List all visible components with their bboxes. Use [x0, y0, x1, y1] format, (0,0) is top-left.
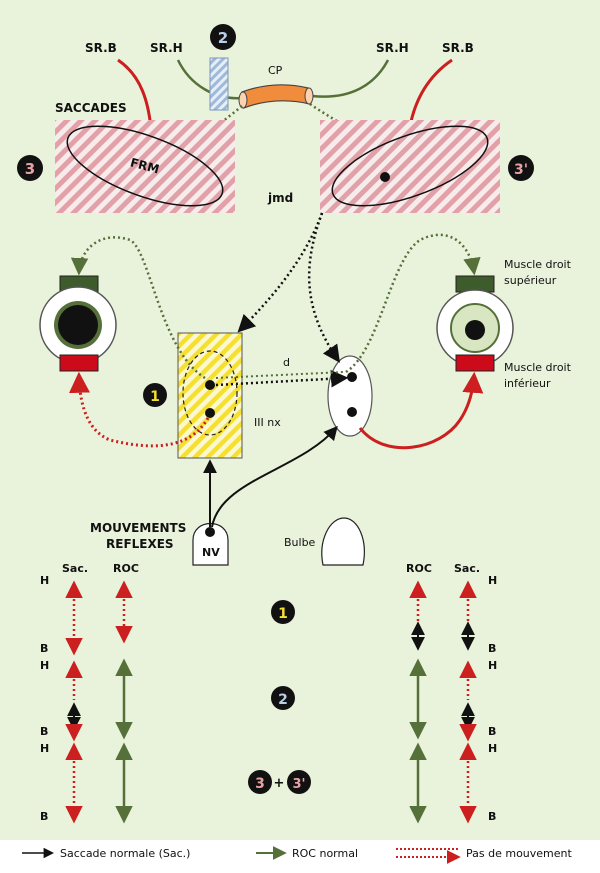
badge-1-text: 1 — [150, 389, 160, 405]
letter-b-right-1: B — [488, 642, 496, 655]
label-bulbe: Bulbe — [284, 536, 316, 549]
dotted-d-black — [215, 370, 349, 388]
label-muscle-inf-2: inférieur — [504, 377, 551, 390]
legend-background — [0, 840, 600, 873]
label-sr-b-right: SR.B — [442, 41, 474, 55]
col-header-roc-left: ROC — [113, 562, 139, 575]
eye-left — [39, 275, 117, 372]
label-nv: NV — [202, 546, 220, 559]
col-header-sac-left: Sac. — [62, 562, 88, 575]
label-mouvements-2: REFLEXES — [106, 537, 174, 551]
dotted-d-green — [215, 371, 345, 379]
label-sr-h-left: SR.H — [150, 41, 183, 55]
row-badge-3-prime: 3' — [287, 770, 311, 794]
frm-ellipse-left — [66, 125, 224, 207]
letter-h-left-1: H — [40, 574, 49, 587]
badge-2: 2 — [210, 24, 236, 50]
label-d: d — [283, 356, 290, 369]
oval-dot-upper — [347, 372, 357, 382]
badge-3-prime-text: 3' — [514, 162, 528, 178]
letter-h-left-3: H — [40, 742, 49, 755]
label-mouvements-1: MOUVEMENTS — [90, 521, 186, 535]
lesion-bar-2 — [209, 57, 229, 111]
letter-b-left-1: B — [40, 642, 48, 655]
row-badge-2: 2 — [271, 686, 295, 710]
label-iii-nx: III nx — [254, 416, 281, 429]
letter-h-right-1: H — [488, 574, 497, 587]
letter-b-right-2: B — [488, 725, 496, 738]
dotted-cp-to-frm-left — [185, 105, 243, 151]
arrow-nv-to-oval — [211, 425, 338, 528]
path-srh-left — [176, 59, 243, 100]
nv-dot — [205, 527, 215, 537]
col-header-roc-right: ROC — [406, 562, 432, 575]
row-badge-3: 3 — [248, 770, 272, 794]
cp-tube-end-right — [304, 87, 314, 105]
letter-b-left-3: B — [40, 810, 48, 823]
iii-nucleus-box — [177, 332, 243, 459]
dotted-green-to-left-sup — [70, 236, 206, 380]
label-jmd: jmd — [267, 191, 293, 205]
frm-ellipse-right — [331, 125, 489, 207]
legend-saccade-normale: Saccade normale (Sac.) — [60, 847, 190, 860]
letter-h-right-2: H — [488, 659, 497, 672]
letter-b-left-2: B — [40, 725, 48, 738]
letter-h-left-2: H — [40, 659, 49, 672]
legend-pas-de-mouvement: Pas de mouvement — [466, 847, 573, 860]
iii-nucleus-ellipse — [182, 350, 238, 436]
eye-right — [436, 275, 514, 372]
label-muscle-sup-1: Muscle droit — [504, 258, 572, 271]
col-header-sac-right: Sac. — [454, 562, 480, 575]
legend-roc-normal: ROC normal — [292, 847, 358, 860]
arrow-red-to-right-inf — [358, 371, 484, 450]
legend: Saccade normale (Sac.) ROC normal Pas de… — [22, 846, 573, 864]
badge-3: 3 — [17, 155, 43, 181]
row-badge-plus: + — [274, 776, 285, 791]
badge-2-text: 2 — [218, 29, 228, 47]
letter-h-right-3: H — [488, 742, 497, 755]
row-badge-1: 1 — [271, 600, 295, 624]
badge-1: 1 — [143, 383, 167, 407]
frm-right-dot — [380, 172, 390, 182]
label-sr-b-left: SR.B — [85, 41, 117, 55]
row-badge-3-prime-text: 3' — [292, 777, 305, 792]
label-sr-h-right: SR.H — [376, 41, 409, 55]
iii-dot-lower — [205, 408, 215, 418]
oval-dot-lower — [347, 407, 357, 417]
label-muscle-sup-2: supérieur — [504, 274, 557, 287]
badge-3-text: 3 — [25, 160, 35, 178]
bulbe-shape — [321, 517, 365, 566]
row-badge-1-text: 1 — [278, 606, 288, 622]
badge-3-prime: 3' — [508, 155, 534, 181]
label-muscle-inf-1: Muscle droit — [504, 361, 572, 374]
cp-tube-end-left — [238, 91, 248, 109]
label-cp: CP — [268, 64, 283, 77]
letter-b-right-3: B — [488, 810, 496, 823]
path-srh-right — [311, 59, 390, 98]
row-badge-3-text: 3 — [255, 776, 265, 792]
label-saccades: SACCADES — [55, 101, 127, 115]
row-badge-2-text: 2 — [278, 692, 288, 708]
iii-dot-upper — [205, 380, 215, 390]
